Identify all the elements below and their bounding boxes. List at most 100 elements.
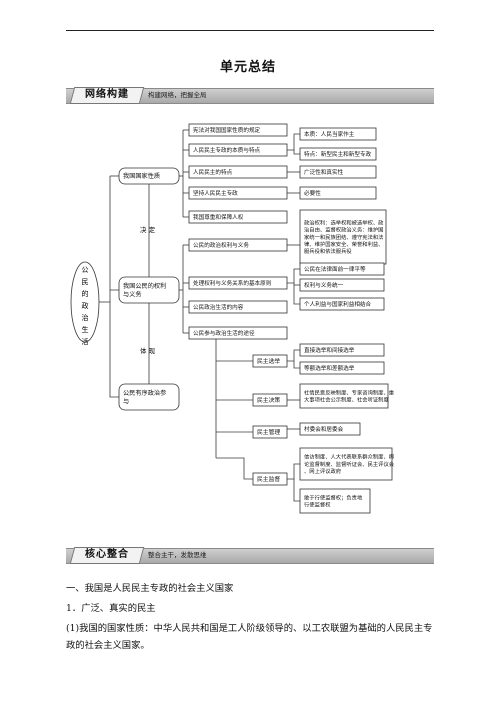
node-rights-detail-text: 政治权利：选举权和被选举权、政 — [304, 219, 384, 227]
node-supervision-detail-frame — [299, 447, 393, 481]
node-constitution-text: 宪法对我国国家性质的规定 — [193, 126, 261, 134]
node-election-frame — [252, 354, 288, 368]
node-democracy-features-frame — [188, 165, 288, 179]
node-supervision: 民主监督 — [252, 472, 288, 486]
node-dictatorship-frame — [188, 143, 288, 157]
node-political-rights-duties-text: 公民的政治权利与义务 — [193, 241, 249, 249]
node-interest: 个人利益与国家利益相结合 — [299, 297, 385, 311]
node-adhere: 坚持人民民主专政 — [188, 186, 288, 200]
node-election: 民主选举 — [252, 354, 288, 368]
node-democracy-traits-text: 广泛性和真实性 — [304, 168, 344, 176]
connector-line — [293, 479, 300, 502]
node-political-rights-duties-frame — [188, 238, 288, 252]
node-dictatorship: 人民民主专政的本质与特点 — [188, 143, 288, 157]
node-election-direct-text: 直接选举和间接选举 — [304, 346, 355, 354]
connector-line — [287, 268, 300, 284]
node-content-text: 公民政治生活的内容 — [193, 303, 244, 311]
node-supervision-detail: 信访制度、人大代表联系群众制度、舆论监督制度、监督听证会、民主评议会、网上评议政… — [299, 447, 395, 481]
node-supervision-detail-text: 论监督制度、监督听证会、民主评议会 — [304, 460, 395, 468]
banner-subtitle: 整合主干，发散思维 — [148, 551, 207, 559]
node-rights-duties-frame — [118, 276, 180, 304]
node-election-direct-frame — [299, 343, 385, 357]
node-supervision-frame — [252, 472, 288, 486]
node-country-nature-text: 我国国家性质 — [123, 172, 160, 180]
node-rights-detail: 政治权利：选举权和被选举权、政治自由、监督权政治义务：维护国家统一和民族团结、遵… — [299, 209, 387, 265]
connector-line — [287, 463, 300, 480]
node-rights-duties-text: 与义务 — [123, 290, 142, 298]
node-adhere-text: 坚持人民民主专政 — [193, 189, 238, 197]
connector-line — [293, 283, 300, 305]
node-supervision-detail-text: 、网上评议政府 — [304, 467, 342, 475]
node-decision-text: 民主决策 — [257, 396, 280, 404]
root-node-text: 民 — [82, 278, 89, 286]
header-rule — [66, 30, 434, 31]
node-country-nature: 我国国家性质 — [118, 167, 180, 185]
node-supervision-detail-text: 信访制度、人大代表联系群众制度、舆 — [304, 453, 395, 461]
node-democracy-traits: 广泛性和真实性 — [299, 165, 377, 179]
node-necessity-text: 必要性 — [304, 189, 321, 197]
page-title: 单元总结 — [219, 60, 276, 75]
node-supervision-text: 民主监督 — [257, 475, 280, 483]
node-management-text: 民主管理 — [257, 428, 280, 436]
node-political-rights-duties: 公民的政治权利与义务 — [188, 238, 288, 252]
node-necessity: 必要性 — [299, 186, 377, 200]
node-channels-frame — [188, 326, 288, 340]
node-country-nature-frame — [118, 167, 180, 185]
node-management-frame — [252, 425, 288, 439]
root-node-text: 活 — [82, 337, 89, 346]
node-rights-duties-text: 我国公民的权利 — [123, 282, 166, 290]
banner-subtitle: 构建网络，把握全局 — [148, 91, 207, 99]
node-rights-detail-text: 律、维护国家安全、荣誉和利益、 — [304, 240, 383, 248]
node-essence-text: 本质：人民当家作主 — [304, 130, 355, 138]
node-channels-text: 公民参与政治生活的途径 — [193, 329, 255, 337]
connector-line — [293, 361, 300, 369]
node-decision-detail-text: 社情民意反映制度、专家咨询制度、重 — [304, 388, 395, 396]
node-decision-detail-frame — [299, 383, 389, 409]
node-respect-rights-text: 我国尊重和保障人权 — [193, 213, 244, 221]
node-channels: 公民参与政治生活的途径 — [188, 326, 288, 340]
node-election-competitive-text: 等额选举和差额选举 — [304, 364, 355, 372]
node-principles-text: 处理权利与义务关系的基本原则 — [193, 279, 272, 287]
root-node-text: 治 — [82, 313, 89, 322]
node-rights-detail-text: 治自由、监督权政治义务：维护国 — [304, 226, 383, 234]
node-decision: 民主决策 — [252, 393, 288, 407]
node-unity-text: 权利与义务统一 — [304, 281, 344, 289]
banner-tag-label: 核心整合 — [85, 549, 129, 560]
node-features-frame — [299, 147, 377, 161]
root-node-text: 公 — [82, 266, 89, 274]
node-interest-frame — [299, 297, 385, 311]
node-content: 公民政治生活的内容 — [188, 300, 288, 314]
root-node-frame — [70, 261, 100, 343]
node-decision-frame — [252, 393, 288, 407]
root-node-text: 政 — [82, 301, 89, 310]
node-essence: 本质：人民当家作主 — [299, 127, 377, 141]
node-democracy-traits-frame — [299, 165, 377, 179]
node-election-text: 民主选举 — [257, 357, 280, 365]
node-orderly-participation-text: 与 — [123, 397, 129, 405]
label-decide: 决 定 — [140, 225, 156, 234]
node-respect-rights-frame — [188, 210, 288, 224]
banner-tag-label: 网络构建 — [85, 89, 129, 100]
node-content-frame — [188, 300, 288, 314]
heading-2: 1．广泛、真实的民主 — [66, 603, 156, 614]
root-node-text: 的 — [82, 289, 89, 298]
connector-line — [287, 349, 300, 362]
heading-1: 一、我国是人民民主专政的社会主义国家 — [66, 583, 234, 594]
node-management-detail-frame — [299, 422, 361, 436]
connector-line — [287, 133, 300, 151]
node-supervision-exercise-frame — [299, 488, 371, 514]
node-supervision-exercise-text: 敢于行使监督权；负责地 — [304, 493, 363, 501]
label-embody: 体 现 — [140, 346, 156, 355]
root-node-text: 生 — [82, 325, 89, 334]
node-management-detail-text: 村委会和居委会 — [304, 425, 344, 433]
node-necessity-frame — [299, 186, 377, 200]
node-features-text: 特点：新型民主和新型专政 — [304, 150, 372, 158]
node-orderly-participation-text: 公民有序政治参 — [123, 389, 166, 397]
node-management: 民主管理 — [252, 425, 288, 439]
node-election-competitive-frame — [299, 361, 385, 375]
node-constitution-frame — [188, 123, 288, 137]
